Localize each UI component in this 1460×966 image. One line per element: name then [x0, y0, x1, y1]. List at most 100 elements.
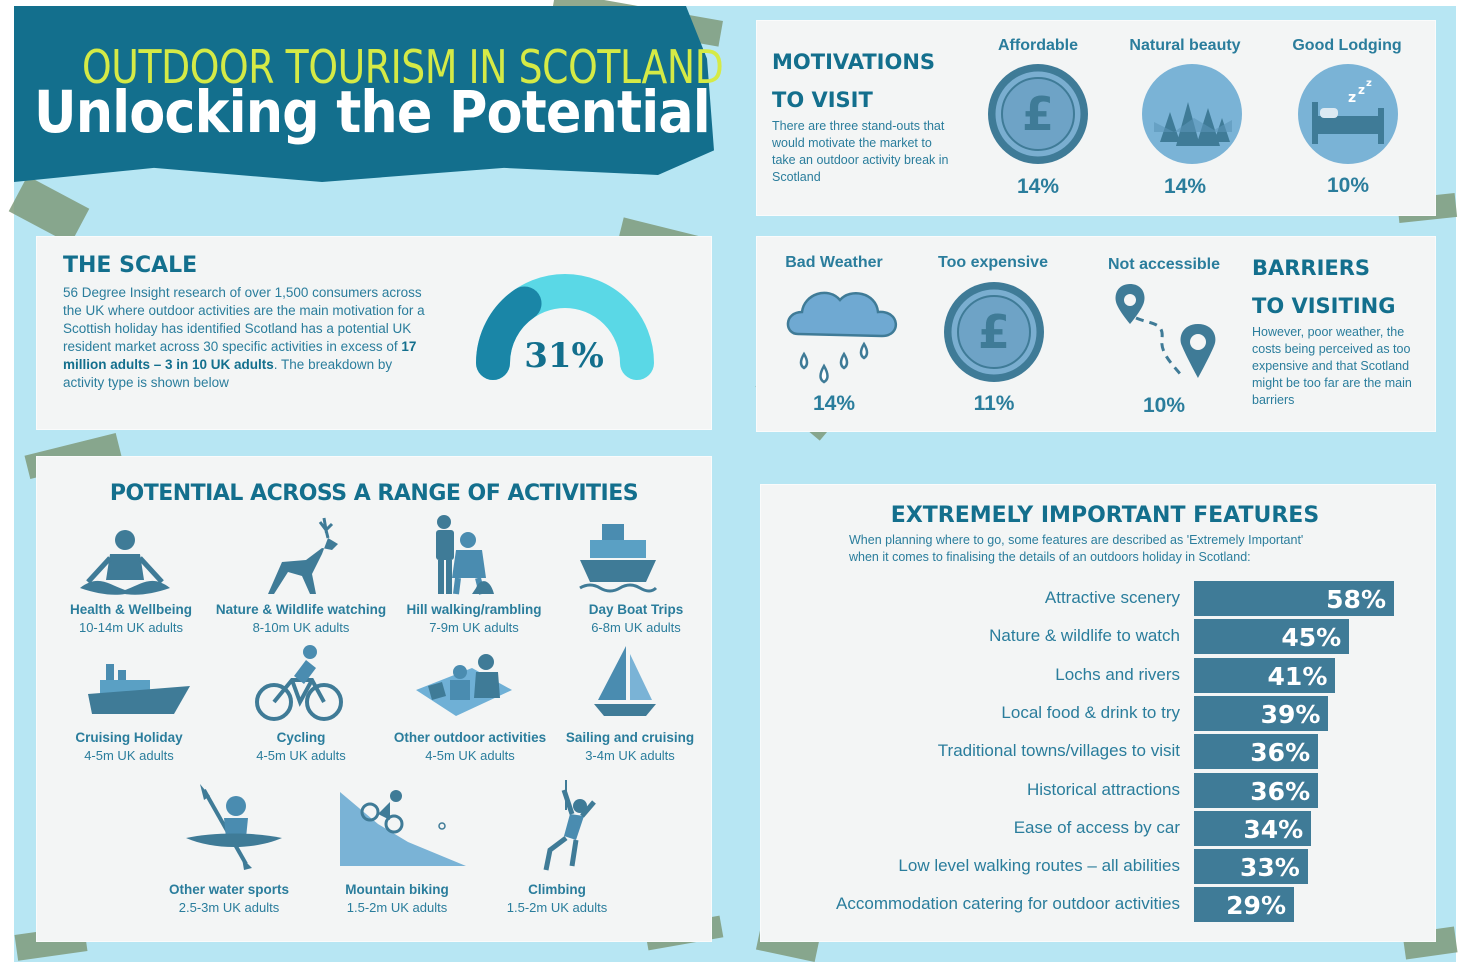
boat-icon — [579, 524, 658, 593]
feature-label: Low level walking routes – all abilities — [898, 856, 1180, 876]
cyclist-icon — [255, 645, 343, 721]
title-main: Unlocking the Potential — [34, 78, 711, 146]
feature-row: Local food & drink to try 39% — [780, 695, 1400, 731]
cruise-ship-icon — [88, 664, 190, 714]
scale-text: 56 Degree Insight research of over 1,500… — [63, 284, 435, 392]
forest-icon — [1142, 64, 1242, 164]
motivation-label-affordable: Affordable — [998, 37, 1078, 54]
feature-row: Nature & wildlife to watch 45% — [780, 619, 1400, 655]
climber-icon — [543, 780, 596, 871]
features-subtitle-line2: when it comes to finalising the details … — [849, 550, 1251, 564]
feature-label: Accommodation catering for outdoor activ… — [836, 894, 1180, 914]
activity-label: Cycling — [276, 730, 326, 745]
pound-coin-icon: £ — [944, 282, 1044, 382]
feature-bar: 34% — [1194, 810, 1312, 846]
feature-label: Nature & wildlife to watch — [989, 626, 1180, 646]
motivation-value-affordable: 14% — [1016, 175, 1060, 198]
activity-label: Cruising Holiday — [75, 730, 183, 745]
feature-bar-value: 39% — [1260, 699, 1321, 729]
rain-cloud-icon — [786, 291, 898, 384]
activity-sub: 3-4m UK adults — [585, 748, 675, 763]
activity-sub: 4-5m UK adults — [425, 748, 515, 763]
feature-row: Traditional towns/villages to visit 36% — [780, 734, 1400, 770]
feature-bar-value: 33% — [1239, 853, 1300, 883]
gauge-fill — [476, 286, 542, 380]
feature-bar: 36% — [1194, 734, 1319, 770]
feature-label: Historical attractions — [1026, 779, 1180, 799]
feature-bar: 33% — [1194, 849, 1308, 885]
feature-bar-value: 58% — [1326, 585, 1386, 614]
feature-bar: 36% — [1194, 772, 1319, 808]
feature-row: Accommodation catering for outdoor activ… — [780, 887, 1400, 923]
activity-label: Climbing — [528, 882, 586, 897]
activity-sub: 4-5m UK adults — [256, 748, 346, 763]
feature-bar-value: 36% — [1250, 738, 1311, 768]
barrier-value-too-expensive: 11% — [973, 392, 1015, 415]
map-pin-route-icon — [1115, 284, 1216, 378]
pound-coin-icon: £ — [988, 64, 1088, 164]
gauge-value: 31% — [524, 336, 604, 376]
motivations-text: There are three stand-outs that would mo… — [772, 119, 949, 184]
activity-label: Nature & Wildlife watching — [215, 602, 387, 617]
barriers-heading-line2: TO VISITING — [1252, 294, 1396, 318]
title-top: OUTDOOR TOURISM IN SCOTLAND — [82, 40, 724, 94]
svg-text:£: £ — [978, 305, 1010, 359]
motivations-heading-line1: MOTIVATIONS — [772, 50, 936, 74]
motivation-label-natural-beauty: Natural beauty — [1129, 37, 1241, 54]
barriers-heading-line1: BARRIERS — [1252, 256, 1371, 280]
features-subtitle: When planning where to go, some features… — [849, 532, 1409, 566]
barrier-label-not-accessible: Not accessible — [1107, 256, 1221, 273]
features-subtitle-line1: When planning where to go, some features… — [849, 533, 1304, 547]
activity-sub: 10-14m UK adults — [78, 620, 184, 635]
feature-bar-value: 45% — [1281, 623, 1342, 653]
feature-bar-value: 34% — [1243, 814, 1304, 844]
activity-label: Day Boat Trips — [588, 602, 684, 617]
activity-sub: 6-8m UK adults — [591, 620, 681, 635]
activity-label: Other water sports — [168, 882, 290, 897]
title-banner — [14, 6, 714, 182]
feature-bar: 45% — [1194, 619, 1350, 655]
activities-heading: POTENTIAL ACROSS A RANGE OF ACTIVITIES — [109, 481, 639, 506]
feature-bar: 39% — [1194, 695, 1329, 731]
feature-bar: 29% — [1194, 887, 1294, 923]
motivations-heading-line2: TO VISIT — [772, 88, 873, 112]
feature-label: Attractive scenery — [1044, 588, 1180, 607]
barriers-text: However, poor weather, the costs being p… — [1252, 325, 1412, 407]
svg-text:z: z — [1348, 90, 1356, 106]
sailboat-icon — [594, 646, 656, 716]
scale-text-part2: . The breakdown by activity type is show… — [63, 357, 393, 390]
feature-label: Local food & drink to try — [1001, 702, 1180, 722]
svg-text:£: £ — [1022, 87, 1054, 141]
activity-sub: 4-5m UK adults — [84, 748, 174, 763]
scale-card — [36, 236, 712, 430]
meditation-icon — [80, 530, 170, 595]
motivation-value-good-lodging: 10% — [1326, 174, 1370, 197]
feature-row: Ease of access by car 34% — [780, 810, 1400, 846]
bed-icon: z z z — [1298, 64, 1398, 164]
feature-row: Attractive scenery 58% — [780, 581, 1400, 616]
feature-label: Traditional towns/villages to visit — [937, 741, 1180, 761]
scale-text-part1: 56 Degree Insight research of over 1,500… — [63, 285, 425, 354]
feature-bar: 58% — [1194, 581, 1394, 616]
activity-sub: 7-9m UK adults — [429, 620, 519, 635]
barrier-label-too-expensive: Too expensive — [938, 254, 1048, 271]
feature-bar: 41% — [1194, 657, 1336, 693]
feature-bar-value: 36% — [1250, 776, 1311, 806]
features-heading: EXTREMELY IMPORTANT FEATURES — [890, 503, 1320, 528]
activity-label: Other outdoor activities — [393, 730, 547, 745]
deer-icon — [268, 517, 338, 594]
activity-sub: 8-10m UK adults — [252, 620, 350, 635]
kayak-icon — [186, 784, 282, 870]
activity-label: Health & Wellbeing — [69, 602, 192, 617]
activity-sub: 2.5-3m UK adults — [178, 900, 280, 915]
feature-bar-value: 29% — [1226, 891, 1286, 921]
hikers-icon — [436, 515, 494, 595]
svg-text:z: z — [1358, 83, 1365, 97]
feature-label: Ease of access by car — [1013, 817, 1180, 837]
feature-row: Low level walking routes – all abilities… — [780, 849, 1400, 885]
feature-bar-value: 41% — [1267, 661, 1328, 691]
picnic-icon — [416, 654, 512, 716]
activity-sub: 1.5-2m UK adults — [346, 900, 448, 915]
activity-label: Hill walking/rambling — [406, 602, 542, 617]
